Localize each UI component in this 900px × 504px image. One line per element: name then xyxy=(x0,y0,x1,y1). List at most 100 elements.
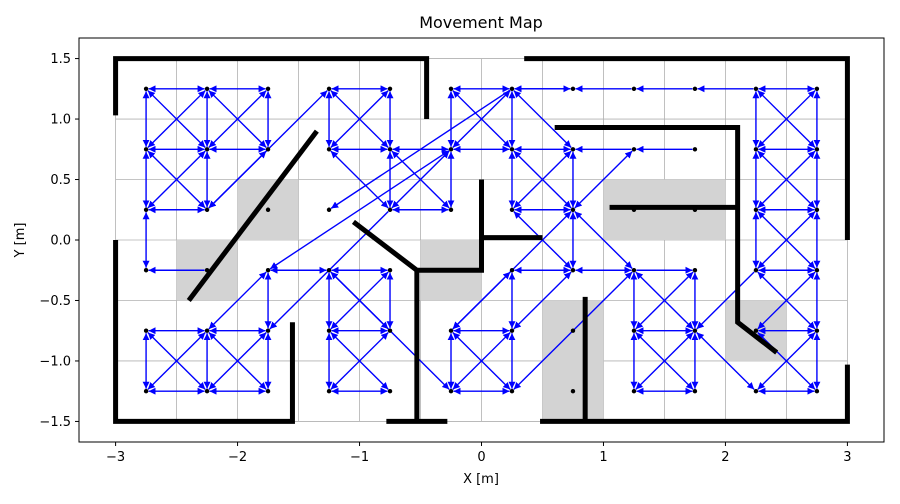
node-point xyxy=(448,268,454,273)
node-point xyxy=(265,147,271,152)
node-point xyxy=(204,86,210,92)
node-point xyxy=(631,147,637,152)
node-point xyxy=(753,86,759,92)
node-point xyxy=(326,207,332,212)
node-point xyxy=(326,268,332,273)
node-point xyxy=(631,207,637,212)
node-point xyxy=(448,207,454,212)
edge-arrow xyxy=(208,271,267,330)
x-tick-label: 2 xyxy=(721,450,729,465)
edge-arrow xyxy=(635,271,694,330)
edge-arrow xyxy=(757,90,816,149)
node-point xyxy=(143,207,149,212)
y-tick-label: 1.0 xyxy=(50,113,71,128)
node-point xyxy=(814,207,820,212)
x-tick-label: 3 xyxy=(843,450,851,465)
y-axis-ticks: −1.5−1.0−0.50.00.51.01.5 xyxy=(39,52,79,430)
node-point xyxy=(631,86,637,92)
node-point xyxy=(631,388,637,394)
node-point xyxy=(387,388,393,394)
node-point xyxy=(570,207,576,212)
edge-arrow-one-way xyxy=(696,271,755,330)
edge-arrow xyxy=(330,90,389,149)
node-point xyxy=(326,86,332,92)
node-point xyxy=(570,147,576,152)
node-point xyxy=(265,268,271,273)
node-point xyxy=(814,147,820,152)
x-tick-label: 1 xyxy=(599,450,607,465)
wall-segment xyxy=(186,129,319,302)
edge-arrow xyxy=(513,150,572,209)
node-point xyxy=(692,147,698,152)
wall-segment xyxy=(540,364,850,424)
node-point xyxy=(204,268,210,273)
edge-arrow xyxy=(452,90,511,149)
y-tick-label: −1.0 xyxy=(39,354,71,369)
node-point xyxy=(753,328,759,333)
edge-arrow xyxy=(574,211,633,269)
y-tick-label: −1.5 xyxy=(39,415,71,430)
node-point xyxy=(753,207,759,212)
node-point xyxy=(631,268,637,273)
edge-arrow xyxy=(513,90,572,149)
edge-arrow-one-way xyxy=(330,89,511,209)
node-point xyxy=(509,86,515,92)
node-point xyxy=(387,86,393,92)
node-point xyxy=(692,328,698,333)
node-point xyxy=(570,86,576,92)
node-point xyxy=(143,268,149,273)
node-point xyxy=(570,328,576,333)
node-point xyxy=(692,86,698,92)
node-point xyxy=(509,207,515,212)
edge-arrow xyxy=(696,331,755,390)
node-point xyxy=(143,388,149,394)
edge-arrow xyxy=(452,331,511,390)
node-point xyxy=(753,268,759,273)
node-point xyxy=(570,388,576,394)
node-point xyxy=(448,328,454,333)
node-point xyxy=(326,147,332,152)
edge-arrow xyxy=(574,150,633,209)
node-point xyxy=(326,388,332,394)
edge-arrow xyxy=(269,150,450,270)
node-point xyxy=(265,86,271,92)
node-point xyxy=(509,268,515,273)
node-point xyxy=(692,388,698,394)
y-tick-label: 1.5 xyxy=(50,52,71,67)
edge-arrow xyxy=(635,331,694,390)
x-tick-label: −1 xyxy=(350,450,369,465)
node-point xyxy=(387,147,393,152)
waypoint-nodes xyxy=(143,86,820,394)
node-point xyxy=(570,268,576,273)
node-point xyxy=(204,147,210,152)
node-point xyxy=(204,388,210,394)
node-point xyxy=(143,147,149,152)
node-point xyxy=(265,388,271,394)
edge-arrow xyxy=(757,150,816,209)
node-point xyxy=(509,147,515,152)
y-tick-label: −0.5 xyxy=(39,294,71,309)
y-axis-label: Y [m] xyxy=(13,223,28,259)
node-point xyxy=(631,328,637,333)
node-point xyxy=(814,388,820,394)
chart-title: Movement Map xyxy=(419,13,543,32)
node-point xyxy=(814,268,820,273)
x-tick-label: −2 xyxy=(228,450,247,465)
movement-edges xyxy=(142,85,821,395)
wall-segment xyxy=(113,240,295,424)
node-point xyxy=(509,328,515,333)
node-point xyxy=(204,207,210,212)
edge-arrow xyxy=(147,90,206,149)
node-point xyxy=(814,328,820,333)
node-point xyxy=(143,328,149,333)
edge-arrow xyxy=(208,331,267,390)
node-point xyxy=(448,388,454,394)
node-point xyxy=(387,207,393,212)
node-point xyxy=(448,86,454,92)
node-point xyxy=(509,388,515,394)
y-tick-label: 0.5 xyxy=(50,173,71,188)
node-point xyxy=(814,86,820,92)
node-point xyxy=(448,147,454,152)
